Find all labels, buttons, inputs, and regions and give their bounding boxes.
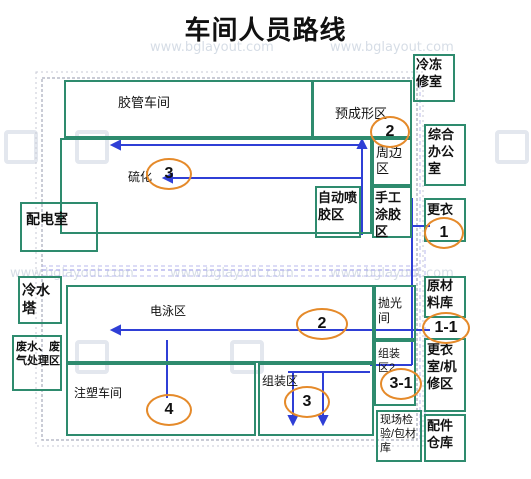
room-wastewater (12, 335, 62, 391)
label-changing: 更衣 (427, 202, 454, 217)
room-cooling-tower (18, 276, 62, 324)
label-preform: 预成形区 (335, 106, 388, 121)
room-auto-glue (315, 186, 361, 238)
label-distribution: 配电室 (26, 211, 68, 227)
marker-3-lower: 3 (284, 386, 330, 418)
watermark-logo (75, 130, 109, 164)
label-side-area: 周边区 (376, 145, 403, 177)
room-manual-glue (372, 186, 412, 238)
marker-1: 1 (424, 217, 464, 249)
label-cold-store: 冷冻修室 (416, 57, 443, 89)
label-office: 综合办公室 (428, 127, 455, 176)
label-hose-shop: 胶管车间 (118, 95, 171, 110)
room-cold-store (413, 54, 455, 102)
label-polishing: 抛光间 (378, 296, 403, 325)
label-changing-repair: 更衣室/机修区 (427, 342, 457, 391)
room-electrophoresis (66, 285, 374, 363)
marker-2-lower: 2 (296, 308, 348, 340)
room-hose-shop (64, 80, 313, 138)
room-polishing (374, 285, 416, 340)
room-vulcanize (60, 138, 372, 234)
room-assembly (258, 363, 374, 436)
room-parts (424, 414, 466, 462)
marker-4: 4 (146, 394, 192, 426)
marker-3-1: 3-1 (380, 368, 422, 400)
label-inspection: 现场检验/包材库 (380, 414, 417, 454)
label-auto-glue: 自动喷胶区 (318, 190, 358, 222)
route-2-upper (109, 137, 368, 235)
marker-2-upper: 2 (370, 116, 410, 148)
label-manual-glue: 手工涂胶区 (375, 190, 402, 239)
watermark-logo (75, 340, 109, 374)
room-preform (312, 80, 412, 138)
watermark: www.bglayout.com (150, 40, 274, 55)
label-wastewater: 废水、废气处理区 (16, 341, 60, 367)
label-assembly: 组装区 (262, 374, 299, 388)
marker-3-upper: 3 (146, 158, 192, 190)
marker-1-1: 1-1 (422, 312, 470, 344)
diagram-title: 车间人员路线 (184, 15, 347, 45)
label-electrophoresis: 电泳区 (150, 304, 187, 318)
room-injection (66, 363, 256, 436)
route-3-1 (370, 330, 413, 366)
watermark-logo (230, 340, 264, 374)
label-cooling-tower: 冷水塔 (22, 282, 50, 317)
room-office (424, 124, 466, 186)
label-injection: 注塑车间 (74, 386, 123, 400)
room-distribution (20, 202, 98, 252)
label-raw-material: 原材料库 (427, 278, 454, 310)
room-inspection (376, 410, 422, 462)
watermark-logo (495, 130, 529, 164)
watermark: www.bglayout.com (330, 40, 454, 55)
label-parts: 配件仓库 (427, 418, 454, 450)
